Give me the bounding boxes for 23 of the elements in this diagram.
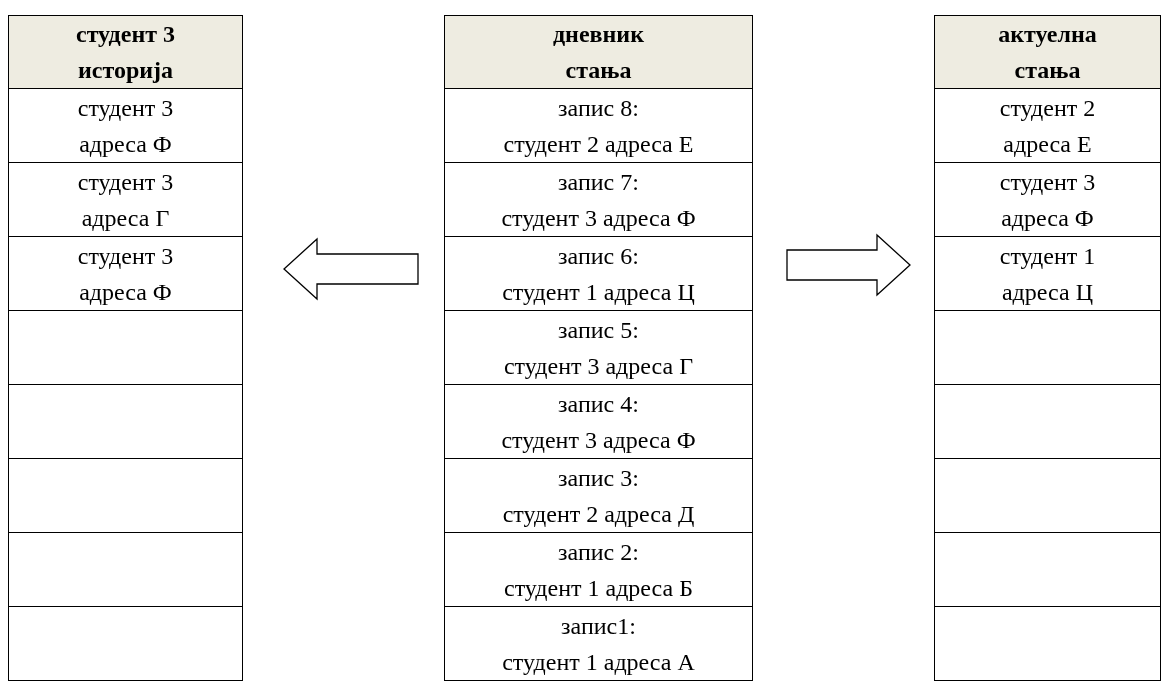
cell-text: запис 7: [558,167,639,197]
cell-text: студент 3 адреса Г [503,351,694,381]
cell-text: студент 3 адреса Ф [76,241,175,307]
cell-text: студент 2 адреса Е [503,129,694,159]
cell-text: запис 3: [558,463,639,493]
cell-text: студент 3 адреса Ф [501,425,696,455]
cell-text: запис1: [561,611,636,641]
cell-text: студент 1 адреса Б [504,573,693,603]
cell-text: студент 1 адреса Ц [998,241,1097,307]
cell-text: студент 2 адреса Д [502,499,695,529]
cell-text: запис 2: [558,537,639,567]
cell-text: студент 1 адреса Ц [502,277,695,307]
block-arrow [786,233,911,297]
cell-text: студент 1 адреса А [502,647,695,677]
cell-text: запис 6: [558,241,639,271]
cell-text: студент 3 адреса Ф [501,203,696,233]
table [8,15,243,681]
cell-text: запис 4: [558,389,639,419]
block-arrow [283,237,419,301]
cell-text: запис 8: [558,93,639,123]
table [934,15,1161,681]
table [444,15,753,681]
cell-text: запис 5: [558,315,639,345]
